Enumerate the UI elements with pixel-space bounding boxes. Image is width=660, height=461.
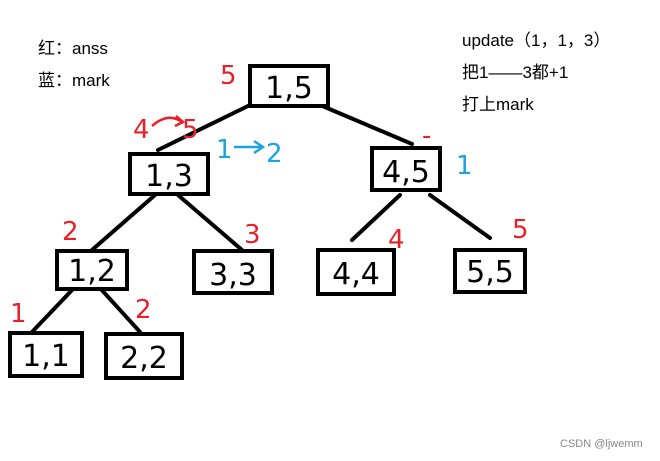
node-label-1-3: 1,3 — [145, 159, 193, 194]
node-box-4-5 — [370, 146, 442, 192]
edge-1-5-to-1-3 — [156, 103, 252, 152]
ans-arrowhead-1-3 — [174, 115, 186, 128]
edge-1-2-to-1-1 — [30, 286, 76, 334]
mark-4-5: 1 — [456, 151, 473, 181]
ans-2-2: 2 — [135, 295, 152, 325]
node-box-1-1 — [8, 331, 84, 378]
note-mark: 打上mark — [462, 95, 534, 114]
legend-blue: 蓝：mark — [38, 71, 110, 90]
legend-red: 红：anss — [38, 39, 108, 58]
ans-annotations: 5 4 5 - 2 3 4 5 1 2 — [10, 61, 529, 329]
watermark: CSDN @ljwemm — [560, 438, 643, 450]
node-label-5-5: 5,5 — [466, 255, 514, 290]
edge-4-5-to-4-4 — [350, 193, 402, 242]
node-label-2-2: 2,2 — [120, 341, 168, 376]
ans-1-2: 2 — [62, 217, 79, 247]
mark-arrowhead-1-3 — [253, 139, 266, 155]
node-box-2-2 — [104, 332, 184, 380]
node-label-1-2: 1,2 — [68, 254, 116, 289]
ans-4-4: 4 — [388, 225, 405, 255]
edge-1-5-to-4-5 — [318, 103, 414, 146]
node-box-1-2 — [55, 249, 129, 291]
node-label-1-1: 1,1 — [22, 339, 70, 374]
edge-4-5-to-5-5 — [428, 193, 492, 240]
edge-1-3-to-1-2 — [90, 193, 157, 252]
node-box-1-5 — [248, 64, 330, 108]
note-update: update（1，1，3） — [462, 31, 611, 50]
ans-1-5: 5 — [220, 61, 237, 91]
node-label-4-5: 4,5 — [382, 155, 430, 190]
edge-1-2-to-2-2 — [98, 286, 142, 334]
tree-node-boxes — [8, 64, 527, 380]
ans-1-1: 1 — [10, 299, 27, 329]
ans-1-3-old: 4 — [133, 115, 150, 145]
tree-node-labels: 1,5 1,3 4,5 1,2 3,3 4,4 5,5 1,1 2,2 — [22, 71, 514, 376]
ans-3-3: 3 — [244, 220, 261, 250]
ans-4-5: - — [422, 121, 431, 151]
tree-edges — [30, 103, 492, 334]
ans-5-5: 5 — [512, 215, 529, 245]
mark-1-3-old: 1 — [216, 135, 233, 165]
node-box-4-4 — [316, 248, 396, 296]
note-add: 把1——3都+1 — [462, 63, 569, 82]
edge-1-3-to-3-3 — [176, 193, 244, 252]
mark-annotations: 1 2 1 — [216, 135, 473, 181]
node-box-3-3 — [192, 249, 274, 295]
ans-1-3-new: 5 — [182, 115, 199, 145]
node-label-3-3: 3,3 — [209, 258, 257, 293]
node-label-1-5: 1,5 — [265, 71, 313, 106]
mark-1-3-new: 2 — [266, 139, 283, 169]
node-box-1-3 — [128, 152, 210, 196]
node-label-4-4: 4,4 — [332, 257, 380, 292]
node-box-5-5 — [453, 248, 527, 294]
